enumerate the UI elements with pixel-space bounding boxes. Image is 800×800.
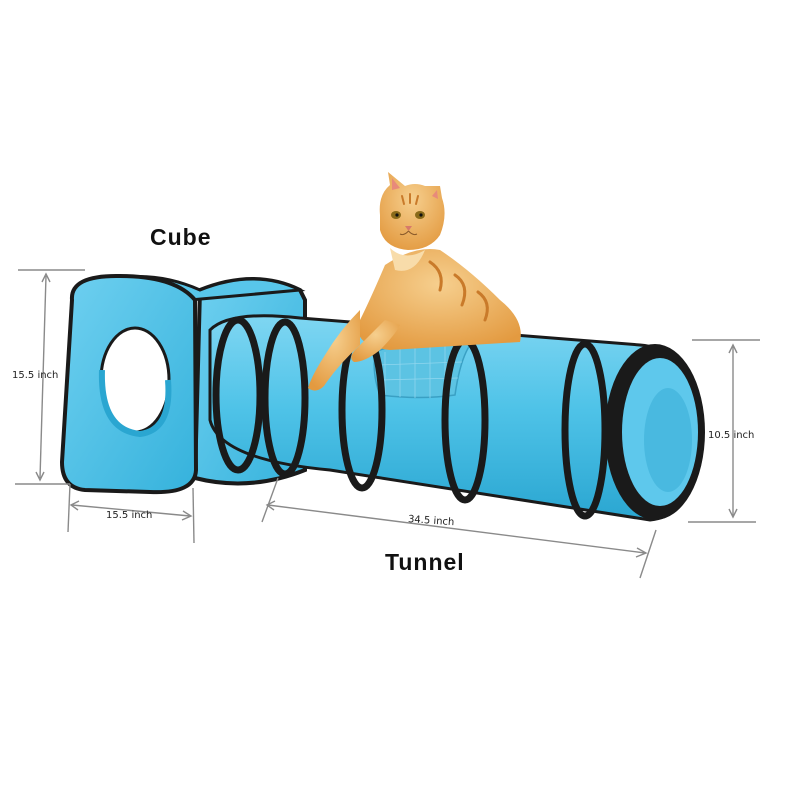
cat-ear [392,178,400,190]
cube-width-arrow [71,504,191,517]
arrow-head [35,471,45,482]
tunnel-label: Tunnel [385,549,465,575]
tunnel-ring [261,318,309,478]
cat-front-leg [351,320,400,362]
cube-label: Cube [150,224,212,250]
cat-front-leg [308,310,360,391]
arrow-head [635,547,648,558]
cat-stripes [428,260,489,322]
arrow-head [728,508,738,519]
cat-chest [390,248,425,271]
arrow-head [265,500,276,511]
tunnel-length-extension [261,477,279,523]
arrow-head [69,500,80,511]
tunnel-rings [212,316,609,520]
cube-width-label: 15.5 inch [106,510,153,521]
arrow-head [728,343,738,354]
cat-head [379,172,445,250]
cat-nose [405,226,412,231]
tunnel-section [208,314,705,522]
cube-width-extension [67,483,71,533]
tunnel-length-extension [639,529,657,579]
cube-height-arrow [39,275,47,479]
tunnel-ring [561,340,609,520]
cat-ear [432,190,438,199]
arrow-head [41,272,51,283]
arrow-head [181,510,193,521]
cube-peek-hole-trim [98,369,172,438]
dimension-lines [15,269,760,579]
cube-width-extension [192,487,195,544]
tunnel-diameter-label: 10.5 inch [708,430,755,441]
tunnel-length-arrow [267,504,646,554]
tunnel-end-inner-shade [644,388,692,492]
cube-height-label: 15.5 inch [12,370,59,381]
cat-icon [308,172,521,391]
tunnel-ring [212,316,264,474]
